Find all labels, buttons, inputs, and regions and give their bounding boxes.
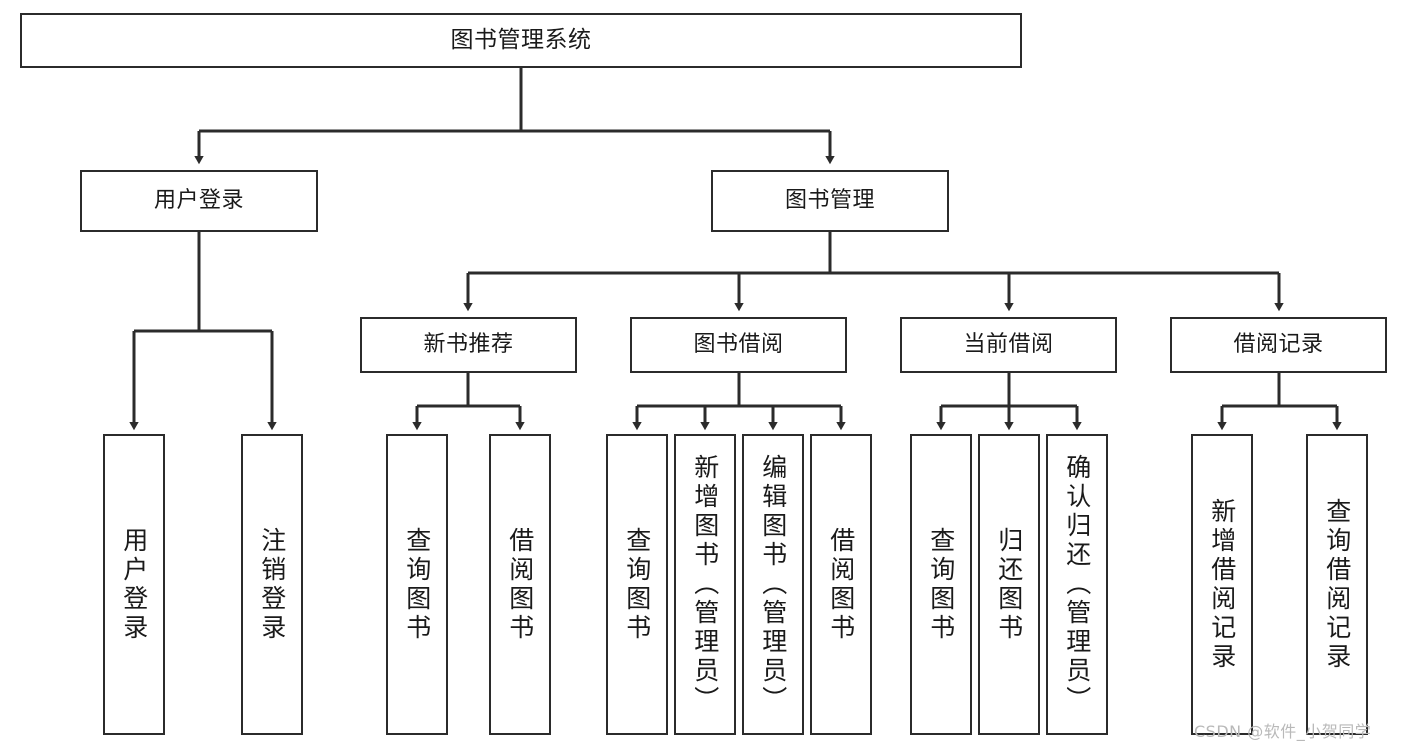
- node-root-book-management-system[interactable]: 图书管理系统: [20, 13, 1022, 68]
- node-label: 编辑图书（管理员）: [758, 454, 788, 715]
- leaf-borrow-record-add-record[interactable]: 新增借阅记录: [1191, 434, 1253, 735]
- leaf-book-borrow-add-book-admin[interactable]: 新增图书（管理员）: [674, 434, 736, 735]
- node-label: 用户登录: [153, 188, 244, 214]
- node-label: 图书管理: [784, 188, 875, 214]
- node-label: 确认归还（管理员）: [1062, 454, 1092, 715]
- node-label: 当前借阅: [963, 332, 1054, 358]
- node-label: 借阅记录: [1233, 332, 1324, 358]
- node-label: 新增图书（管理员）: [690, 454, 720, 715]
- leaf-user-login-logout[interactable]: 注销登录: [241, 434, 303, 735]
- leaf-current-borrow-query-book[interactable]: 查询图书: [910, 434, 972, 735]
- node-label: 图书借阅: [693, 332, 784, 358]
- leaf-book-borrow-query-book[interactable]: 查询图书: [606, 434, 668, 735]
- node-label: 注销登录: [257, 526, 287, 643]
- leaf-new-book-query-book[interactable]: 查询图书: [386, 434, 448, 735]
- node-label: 新书推荐: [423, 332, 514, 358]
- leaf-new-book-borrow-book[interactable]: 借阅图书: [489, 434, 551, 735]
- node-current-borrow[interactable]: 当前借阅: [900, 317, 1117, 373]
- node-label: 查询借阅记录: [1322, 497, 1352, 672]
- leaf-current-borrow-confirm-return-admin[interactable]: 确认归还（管理员）: [1046, 434, 1108, 735]
- node-label: 新增借阅记录: [1207, 497, 1237, 672]
- node-user-login[interactable]: 用户登录: [80, 170, 318, 232]
- node-label: 查询图书: [926, 526, 956, 643]
- node-new-book-recommend[interactable]: 新书推荐: [360, 317, 577, 373]
- node-borrow-record[interactable]: 借阅记录: [1170, 317, 1387, 373]
- node-book-borrow[interactable]: 图书借阅: [630, 317, 847, 373]
- node-label: 借阅图书: [826, 526, 856, 643]
- node-book-management[interactable]: 图书管理: [711, 170, 949, 232]
- leaf-book-borrow-edit-book-admin[interactable]: 编辑图书（管理员）: [742, 434, 804, 735]
- watermark-text: CSDN @软件_小贺同学: [1194, 722, 1372, 741]
- leaf-book-borrow-borrow-book[interactable]: 借阅图书: [810, 434, 872, 735]
- node-label: 用户登录: [119, 526, 149, 643]
- node-label: 借阅图书: [505, 526, 535, 643]
- node-label: 查询图书: [622, 526, 652, 643]
- leaf-current-borrow-return-book[interactable]: 归还图书: [978, 434, 1040, 735]
- node-label: 图书管理系统: [450, 26, 592, 53]
- node-label: 查询图书: [402, 526, 432, 643]
- leaf-user-login-login[interactable]: 用户登录: [103, 434, 165, 735]
- leaf-borrow-record-query-record[interactable]: 查询借阅记录: [1306, 434, 1368, 735]
- node-label: 归还图书: [994, 526, 1024, 643]
